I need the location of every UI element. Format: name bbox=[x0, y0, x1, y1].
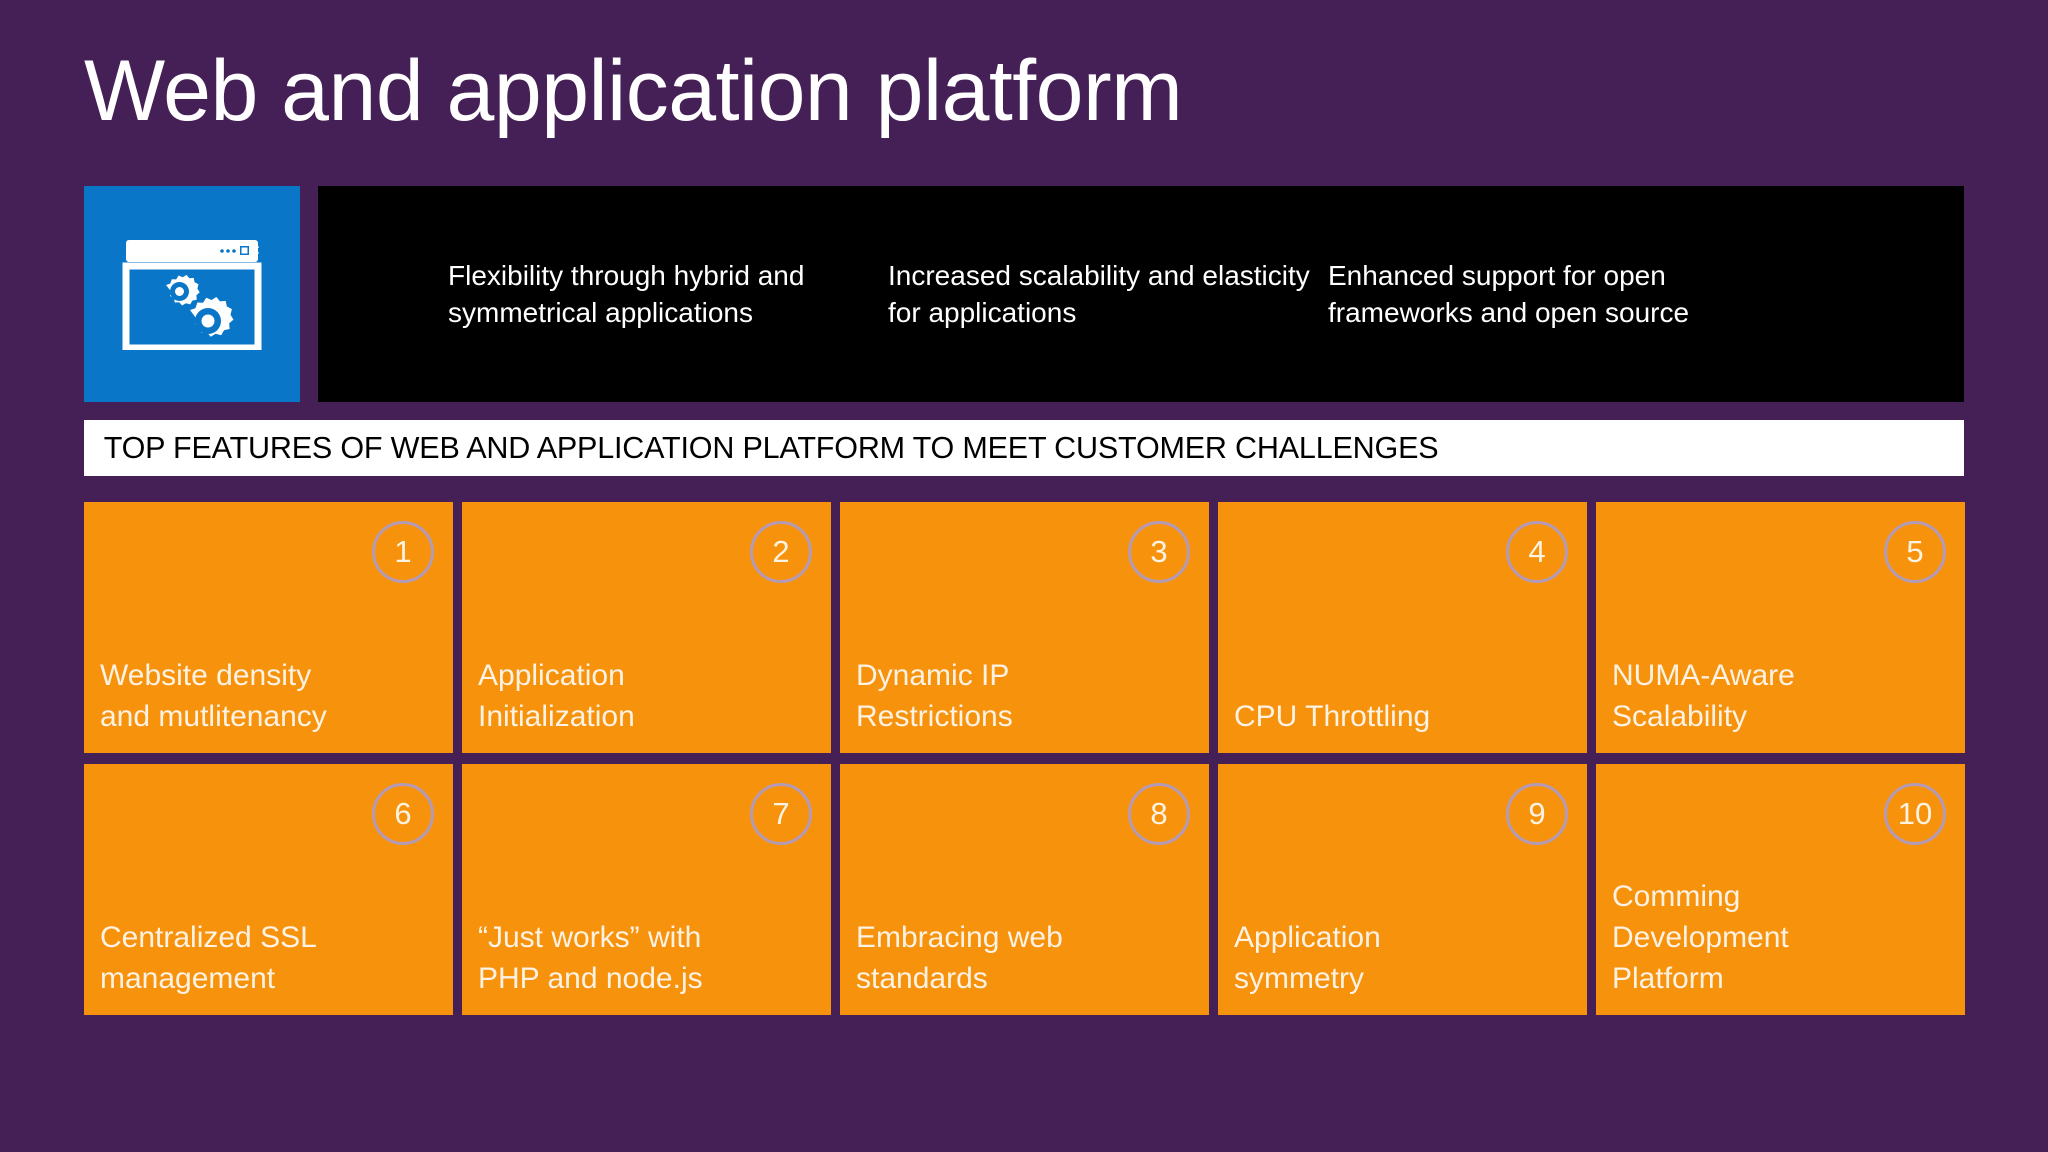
headline-bar: TOP FEATURES OF WEB AND APPLICATION PLAT… bbox=[84, 420, 1964, 476]
feature-tile-grid: 1 Website density and mutlitenancy 2 App… bbox=[84, 502, 1965, 1015]
tile-number-badge: 5 bbox=[1884, 521, 1946, 583]
banner-row: Flexibility through hybrid and symmetric… bbox=[84, 186, 1964, 402]
feature-tile[interactable]: 7 “Just works” with PHP and node.js bbox=[462, 764, 831, 1015]
browser-window-gears-icon bbox=[122, 240, 262, 350]
tile-label: CPU Throttling bbox=[1234, 699, 1431, 733]
tile-number-badge: 2 bbox=[750, 521, 812, 583]
tile-label: Website density and mutlitenancy bbox=[100, 658, 327, 733]
tile-label: Dynamic IP Restrictions bbox=[856, 658, 1013, 733]
banner-strip: Flexibility through hybrid and symmetric… bbox=[318, 186, 1964, 402]
banner-item-3: Enhanced support for open frameworks and… bbox=[1328, 260, 1690, 328]
tile-label: “Just works” with PHP and node.js bbox=[478, 920, 703, 995]
feature-tile[interactable]: 4 CPU Throttling bbox=[1218, 502, 1587, 753]
tile-number-badge: 7 bbox=[750, 783, 812, 845]
tile-number-badge: 4 bbox=[1506, 521, 1568, 583]
tile-number-badge: 10 bbox=[1884, 783, 1946, 845]
feature-tile[interactable]: 5 NUMA-Aware Scalability bbox=[1596, 502, 1965, 753]
tile-label: Application Initialization bbox=[478, 658, 635, 733]
banner-item-2: Increased scalability and elasticity for… bbox=[888, 260, 1310, 328]
feature-tile[interactable]: 10 Comming Development Platform bbox=[1596, 764, 1965, 1015]
tile-label: NUMA-Aware Scalability bbox=[1612, 658, 1795, 733]
feature-tile[interactable]: 3 Dynamic IP Restrictions bbox=[840, 502, 1209, 753]
page-title: Web and application platform bbox=[84, 43, 1183, 139]
tile-label: Comming Development Platform bbox=[1612, 879, 1789, 995]
banner-item-1: Flexibility through hybrid and symmetric… bbox=[448, 260, 805, 328]
icon-box bbox=[84, 186, 300, 402]
feature-tile[interactable]: 2 Application Initialization bbox=[462, 502, 831, 753]
tile-label: Centralized SSL management bbox=[100, 920, 317, 995]
tile-number-badge: 3 bbox=[1128, 521, 1190, 583]
feature-tile[interactable]: 8 Embracing web standards bbox=[840, 764, 1209, 1015]
feature-tile[interactable]: 6 Centralized SSL management bbox=[84, 764, 453, 1015]
tile-number-badge: 6 bbox=[372, 783, 434, 845]
tile-number-badge: 1 bbox=[372, 521, 434, 583]
headline-text: TOP FEATURES OF WEB AND APPLICATION PLAT… bbox=[103, 430, 1439, 465]
tile-number-badge: 8 bbox=[1128, 783, 1190, 845]
feature-tile[interactable]: 9 Application symmetry bbox=[1218, 764, 1587, 1015]
tile-label: Application symmetry bbox=[1234, 920, 1381, 995]
feature-tile[interactable]: 1 Website density and mutlitenancy bbox=[84, 502, 453, 753]
tile-label: Embracing web standards bbox=[856, 920, 1063, 995]
tile-number-badge: 9 bbox=[1506, 783, 1568, 845]
